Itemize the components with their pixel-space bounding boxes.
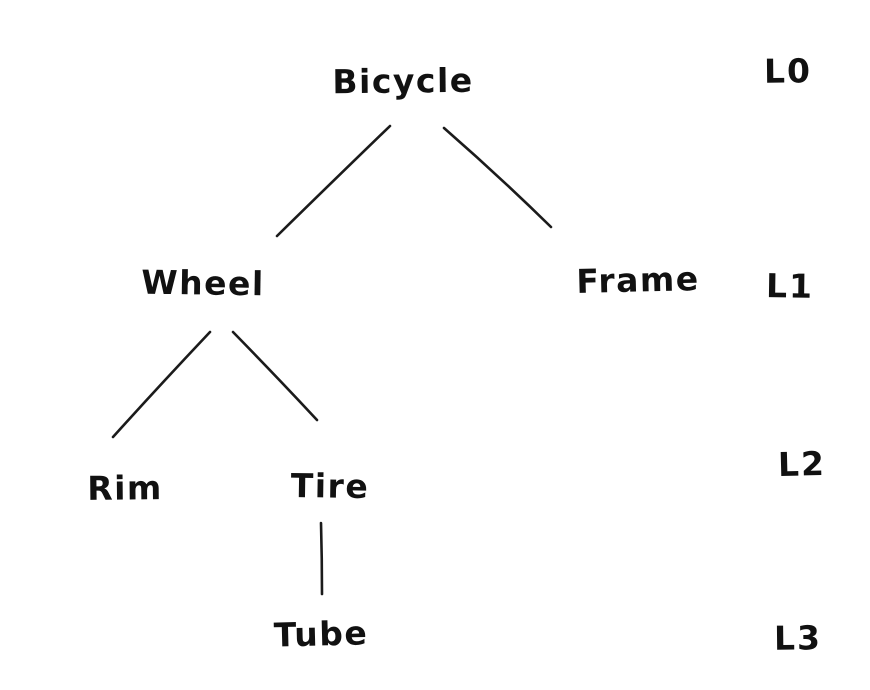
- node-rim: Rim: [86, 468, 164, 508]
- edge-wheel-rim: [111, 330, 212, 439]
- edge-wheel-tire: [231, 330, 319, 422]
- node-tube: Tube: [273, 613, 369, 655]
- node-bicycle: Bicycle: [332, 60, 474, 102]
- level-label-l3: L3: [773, 618, 823, 658]
- edge-tire-tube: [319, 521, 324, 596]
- edge-bicycle-wheel: [275, 124, 392, 238]
- level-label-l2: L2: [777, 443, 827, 485]
- node-tire: Tire: [290, 465, 370, 507]
- level-label-l1: L1: [765, 266, 815, 306]
- node-wheel: Wheel: [140, 262, 266, 304]
- edge-bicycle-frame: [442, 126, 553, 229]
- node-frame: Frame: [575, 259, 701, 301]
- level-label-l0: L0: [763, 51, 813, 91]
